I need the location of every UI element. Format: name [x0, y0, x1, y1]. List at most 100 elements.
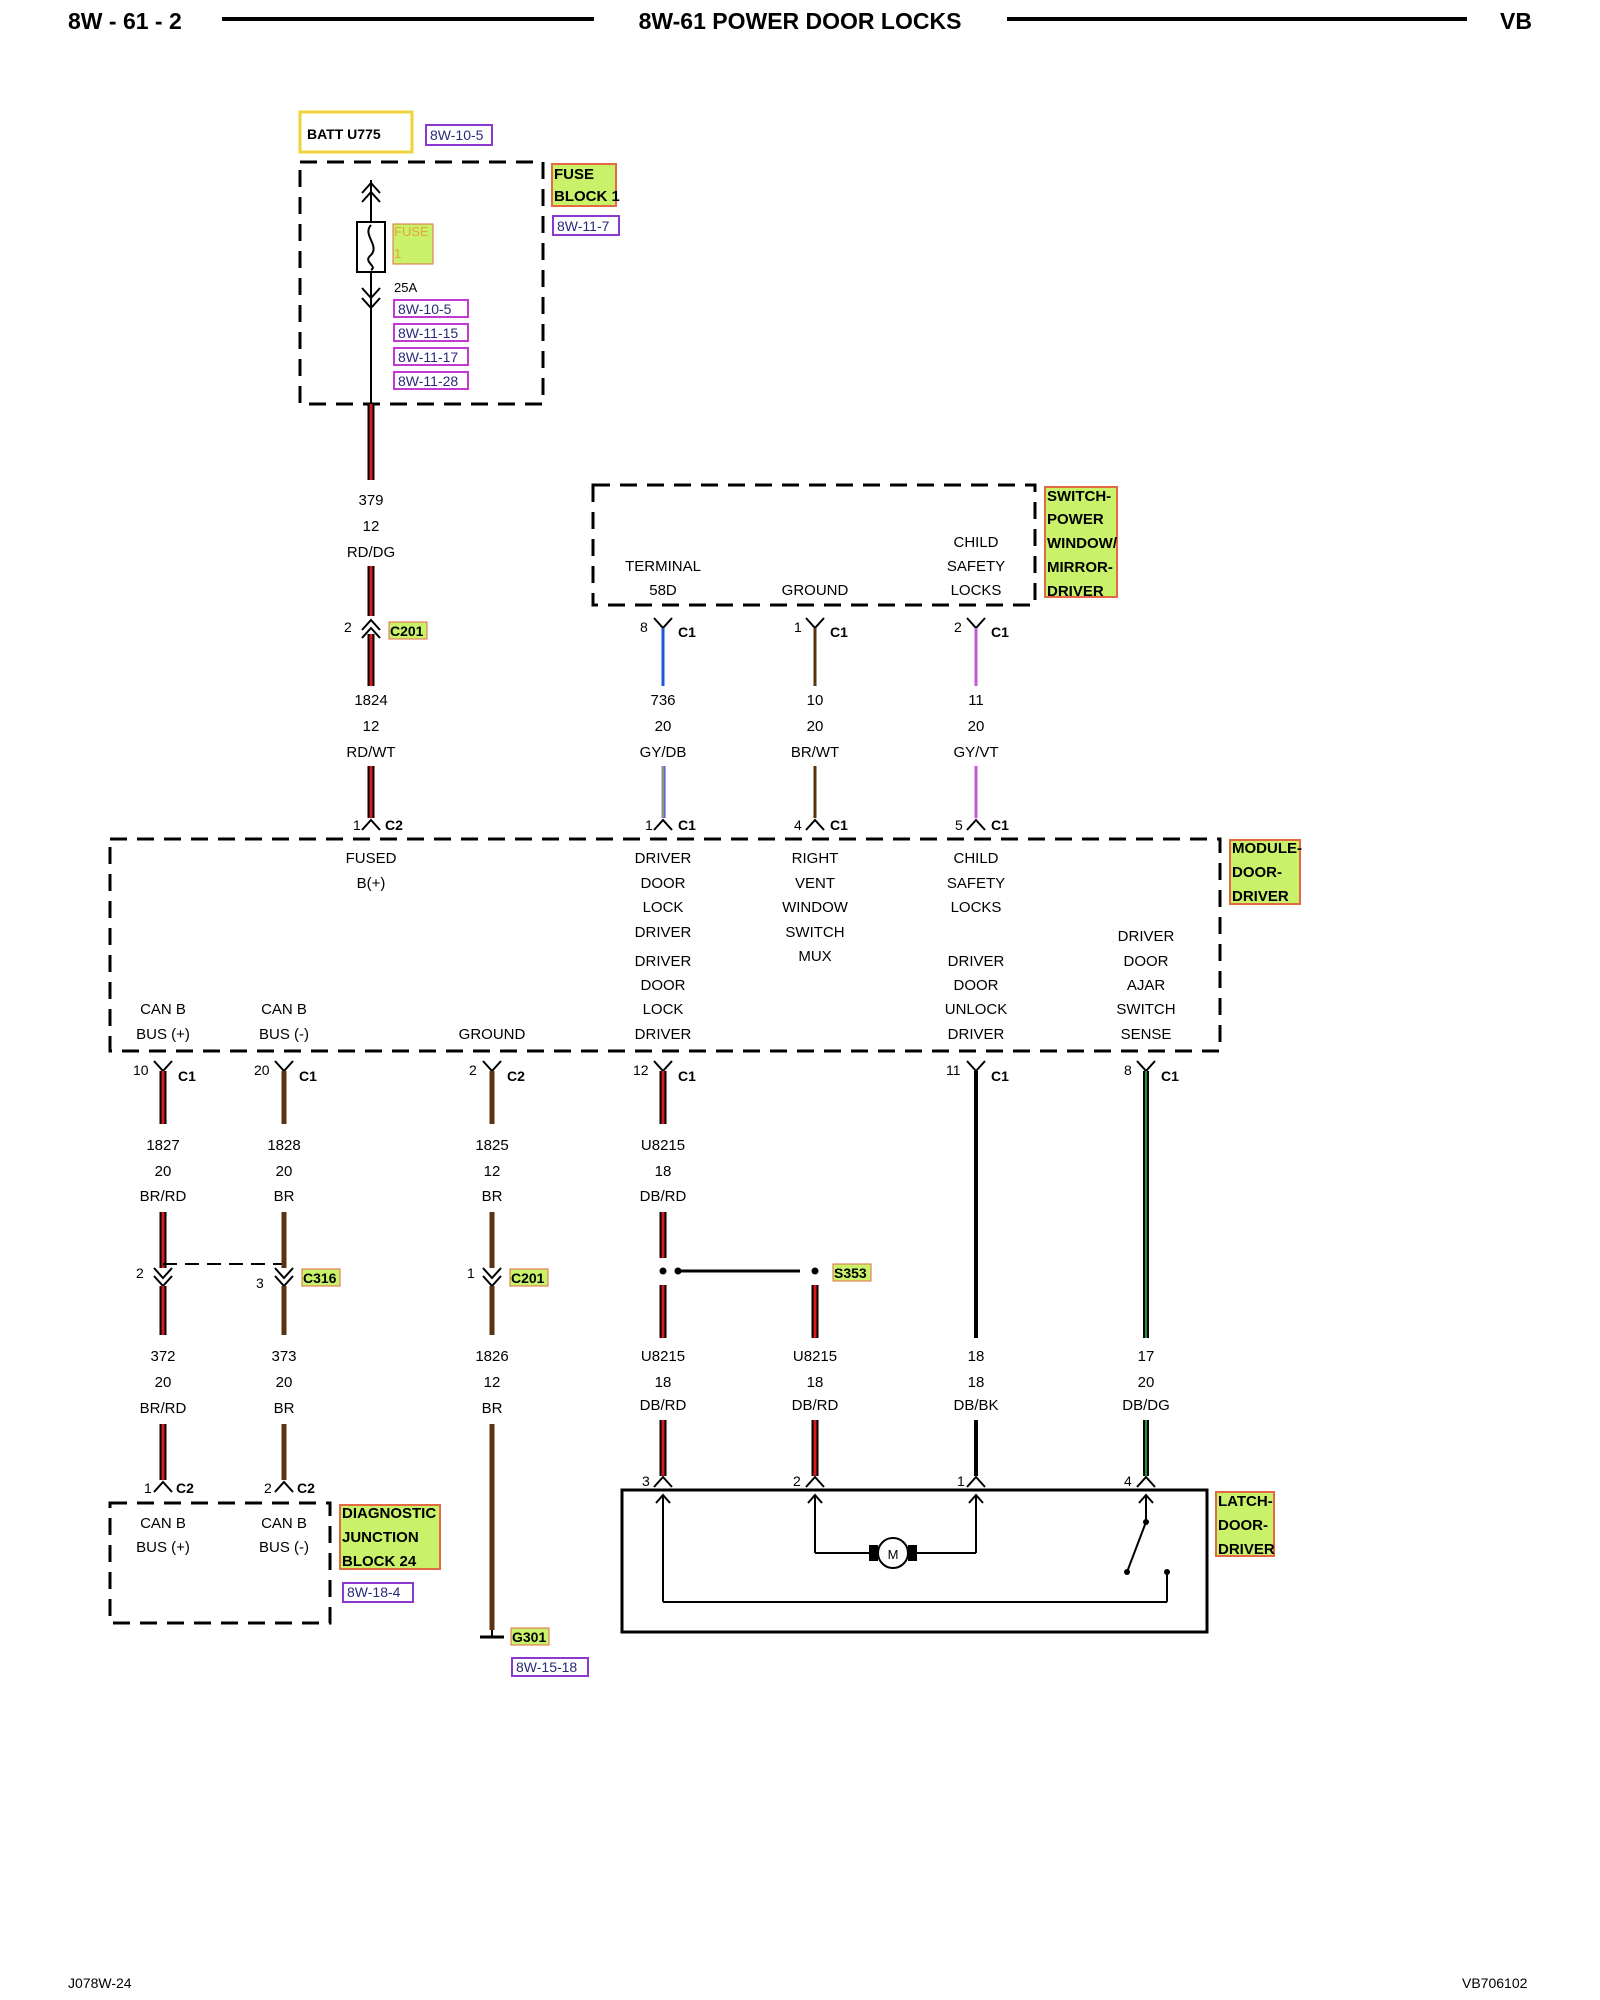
wire-736-color: GY/DB — [640, 744, 687, 761]
svg-text:372: 372 — [150, 1348, 175, 1365]
svg-text:DRIVER: DRIVER — [635, 1026, 692, 1043]
wire-1824-color: RD/WT — [346, 744, 395, 761]
svg-text:20: 20 — [276, 1163, 293, 1180]
fuse-element — [367, 224, 375, 271]
battery-ref[interactable]: 8W-10-5 — [430, 127, 484, 143]
page-header: 8W - 61 - 2 8W-61 POWER DOOR LOCKS VB — [0, 0, 1600, 50]
wire-10-circuit: 10 — [807, 692, 824, 709]
switch-name-1: SWITCH- — [1047, 488, 1111, 505]
switch-name-4: MIRROR- — [1047, 559, 1113, 576]
wire-1825-1826: 1825 12 BR 1 C201 1826 12 BR G301 8W-15-… — [467, 1071, 589, 1677]
diagnostic-ref[interactable]: 8W-18-4 — [347, 1584, 401, 1600]
svg-text:DB/RD: DB/RD — [640, 1397, 687, 1414]
svg-text:20: 20 — [1138, 1374, 1155, 1391]
wire-736-gauge: 20 — [655, 718, 672, 735]
svg-text:1828: 1828 — [267, 1137, 300, 1154]
wire-1824-circuit: 1824 — [354, 692, 387, 709]
wire-379: 379 12 RD/DG 2 C201 1824 12 RD/WT 1 C2 — [344, 404, 428, 833]
fuse-ref-3[interactable]: 8W-11-17 — [398, 349, 458, 365]
fuse-name-2: 1 — [394, 246, 401, 261]
fuse-rating: 25A — [394, 280, 417, 295]
svg-text:DOOR: DOOR — [641, 977, 686, 994]
svg-text:DB/RD: DB/RD — [640, 1188, 687, 1205]
fuse-block-tag — [551, 163, 617, 207]
c316-pin-2: 2 — [136, 1265, 144, 1281]
fuse-ref-1[interactable]: 8W-10-5 — [398, 301, 452, 317]
svg-text:GROUND: GROUND — [459, 1026, 526, 1043]
wire-10-color: BR/WT — [791, 744, 839, 761]
battery-ref-box — [425, 124, 493, 146]
module-name-2: DOOR- — [1232, 864, 1282, 881]
battery-label: BATT U775 — [307, 126, 381, 142]
svg-text:DOOR: DOOR — [1124, 953, 1169, 970]
svg-text:LOCK: LOCK — [643, 1001, 684, 1018]
switch-58d-label-2: 58D — [649, 582, 677, 599]
page-code: 8W - 61 - 2 — [68, 8, 182, 34]
svg-text:BUS (-): BUS (-) — [259, 1026, 309, 1043]
wire-1828-373: 1828 20 BR 3 C316 373 20 BR 2 C2 — [256, 1071, 341, 1496]
wire-736: 736 20 GY/DB 1 C1 — [640, 628, 696, 833]
module-unlock-pin: 11 — [946, 1062, 961, 1078]
svg-text:C1: C1 — [991, 1068, 1009, 1084]
svg-text:18: 18 — [655, 1374, 672, 1391]
c201-upper-label: C201 — [390, 623, 424, 639]
diagnostic-name-2: JUNCTION — [342, 1529, 419, 1546]
latch-name-3: DRIVER — [1218, 1541, 1275, 1558]
svg-text:DRIVER: DRIVER — [948, 1026, 1005, 1043]
wire-17: 17 20 DB/DG — [1122, 1071, 1170, 1476]
fuse-top-terminal — [361, 181, 381, 203]
svg-text:20: 20 — [276, 1374, 293, 1391]
fuse-ref-4[interactable]: 8W-11-28 — [398, 373, 458, 389]
svg-text:DRIVER: DRIVER — [635, 953, 692, 970]
wire-u8215: U8215 18 DB/RD S353 U8215 18 DB/RD U8215… — [640, 1071, 872, 1476]
svg-text:VENT: VENT — [795, 875, 835, 892]
svg-text:SENSE: SENSE — [1121, 1026, 1172, 1043]
switch-name-3: WINDOW/ — [1047, 535, 1118, 552]
svg-text:C1: C1 — [1161, 1068, 1179, 1084]
switch-tag — [1044, 486, 1118, 598]
svg-text:DB/RD: DB/RD — [792, 1397, 839, 1414]
module-box — [108, 837, 1222, 1053]
switch-child-label-1: CHILD — [953, 534, 998, 551]
fuse-block-ref[interactable]: 8W-11-7 — [557, 218, 610, 234]
switch-power-window: SWITCH- POWER WINDOW/ MIRROR- DRIVER TER… — [591, 483, 1118, 640]
fuse-ref-2[interactable]: 8W-11-15 — [398, 325, 458, 341]
svg-text:BR: BR — [274, 1188, 295, 1205]
wire-379-gauge: 12 — [363, 518, 380, 535]
module-b-plus-conn: C2 — [385, 817, 403, 833]
motor-label: M — [888, 1547, 899, 1562]
switch-name-5: DRIVER — [1047, 583, 1104, 600]
svg-text:1827: 1827 — [146, 1137, 179, 1154]
s353-label: S353 — [834, 1265, 867, 1281]
header-rule-left — [222, 17, 594, 21]
wire-1824-gauge: 12 — [363, 718, 380, 735]
latch-pin-2: 2 — [793, 1473, 801, 1489]
g301-ref[interactable]: 8W-15-18 — [516, 1659, 577, 1675]
module-fused-label-2: B(+) — [357, 875, 386, 892]
latch-name-2: DOOR- — [1218, 1517, 1268, 1534]
svg-text:12: 12 — [484, 1374, 501, 1391]
module-child-pin: 5 — [955, 817, 963, 833]
c201-lower-label: C201 — [511, 1270, 545, 1286]
svg-text:U8215: U8215 — [793, 1348, 837, 1365]
wire-10: 10 20 BR/WT 4 C1 — [791, 628, 848, 833]
svg-text:1825: 1825 — [475, 1137, 508, 1154]
fuse-block: FUSE BLOCK 1 8W-11-7 FUSE 1 25A 8W-10-5 … — [298, 160, 620, 406]
ajar-switch-blade — [1126, 1521, 1147, 1573]
svg-text:12: 12 — [484, 1163, 501, 1180]
svg-text:RIGHT: RIGHT — [792, 850, 839, 867]
battery-box — [298, 110, 414, 154]
fuse-tag — [392, 223, 434, 265]
module-lock-top-conn: C1 — [678, 817, 696, 833]
switch-child-label-3: LOCKS — [951, 582, 1002, 599]
module-name-3: DRIVER — [1232, 888, 1289, 905]
svg-text:BR/RD: BR/RD — [140, 1400, 187, 1417]
svg-text:BR: BR — [482, 1188, 503, 1205]
fuse-name-1: FUSE — [394, 224, 429, 239]
svg-text:LOCKS: LOCKS — [951, 899, 1002, 916]
svg-text:BR: BR — [274, 1400, 295, 1417]
module-door-driver: MODULE- DOOR- DRIVER FUSED B(+) DRIVER D… — [108, 837, 1302, 1084]
wire-379-color: RD/DG — [347, 544, 395, 561]
module-vent-pin: 4 — [794, 817, 802, 833]
